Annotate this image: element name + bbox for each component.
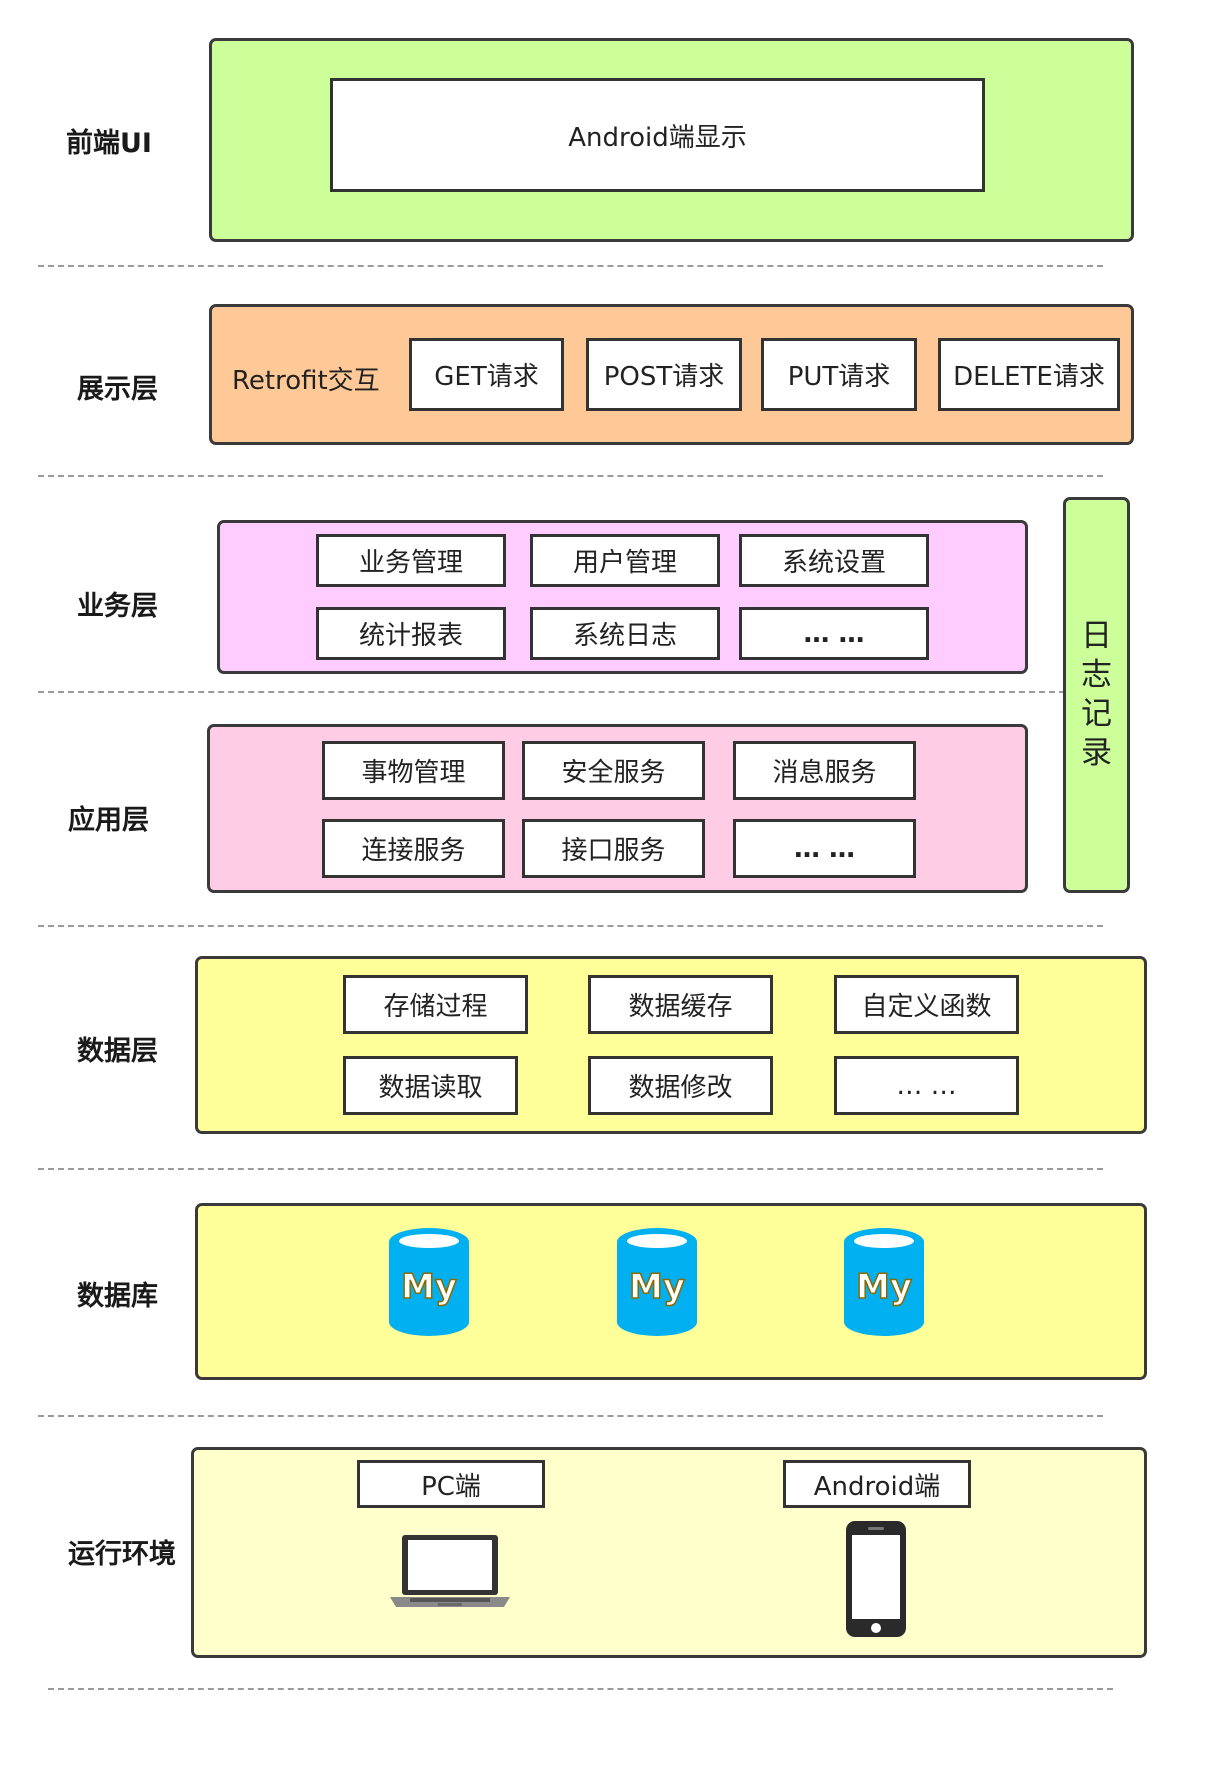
layer-label-presentation: 展示层 [77, 374, 158, 405]
interface-service-box: 接口服务 [522, 819, 705, 878]
security-service-box: 安全服务 [522, 741, 705, 800]
android-display-box: Android端显示 [330, 78, 985, 192]
layer-label-frontend: 前端UI [66, 128, 152, 159]
data-modify-box: 数据修改 [588, 1056, 773, 1115]
business-more-box: … … [739, 607, 929, 660]
layer-label-data: 数据层 [77, 1036, 158, 1067]
laptop-icon [390, 1535, 510, 1607]
divider [38, 1168, 1103, 1170]
mysql-db-icon: My [844, 1228, 924, 1336]
divider [38, 925, 1103, 927]
layer-label-runtime: 运行环境 [68, 1539, 176, 1570]
divider [38, 1415, 1103, 1417]
logging-char: 志 [1081, 657, 1112, 693]
layer-label-database: 数据库 [77, 1281, 158, 1312]
logging-char: 记 [1081, 696, 1112, 732]
transaction-mgmt-box: 事物管理 [322, 741, 505, 800]
mysql-db-icon-text: My [856, 1267, 912, 1307]
android-client-box: Android端 [783, 1460, 971, 1508]
post-request-box: POST请求 [586, 338, 742, 411]
user-mgmt-box: 用户管理 [530, 534, 720, 587]
mysql-db-icon-text: My [629, 1267, 685, 1307]
divider [48, 1688, 1113, 1690]
business-mgmt-box: 业务管理 [316, 534, 506, 587]
message-service-box: 消息服务 [733, 741, 916, 800]
system-log-box: 系统日志 [530, 607, 720, 660]
smartphone-icon [846, 1521, 906, 1637]
system-settings-box: 系统设置 [739, 534, 929, 587]
divider [38, 691, 1065, 693]
retrofit-label: Retrofit交互 [232, 366, 380, 396]
data-read-box: 数据读取 [343, 1056, 518, 1115]
divider [38, 265, 1103, 267]
divider [38, 475, 1103, 477]
pc-client-box: PC端 [357, 1460, 545, 1508]
runtime-panel [191, 1447, 1147, 1658]
mysql-db-icon-text: My [401, 1267, 457, 1307]
get-request-box: GET请求 [409, 338, 564, 411]
mysql-db-icon: My [617, 1228, 697, 1336]
logging-char: 日 [1081, 618, 1112, 654]
application-more-box: … … [733, 819, 916, 878]
logging-char: 录 [1081, 735, 1112, 771]
mysql-db-icon: My [389, 1228, 469, 1336]
custom-function-box: 自定义函数 [834, 975, 1019, 1034]
connection-service-box: 连接服务 [322, 819, 505, 878]
layer-label-application: 应用层 [68, 805, 149, 836]
logging-sidebar: 日 志 记 录 [1063, 497, 1130, 893]
data-more-box: … … [834, 1056, 1019, 1115]
stored-procedure-box: 存储过程 [343, 975, 528, 1034]
delete-request-box: DELETE请求 [938, 338, 1120, 411]
data-cache-box: 数据缓存 [588, 975, 773, 1034]
put-request-box: PUT请求 [761, 338, 917, 411]
layer-label-business: 业务层 [77, 591, 158, 622]
stats-report-box: 统计报表 [316, 607, 506, 660]
